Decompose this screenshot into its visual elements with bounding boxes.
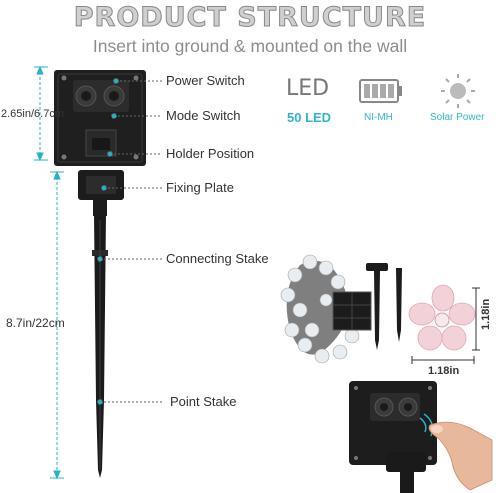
stake-dimension-line bbox=[50, 170, 64, 480]
page-subtitle: Insert into ground & mounted on the wall bbox=[92, 36, 408, 56]
callout-connecting-stake: Connecting Stake bbox=[166, 251, 269, 266]
led-count: 50 LED bbox=[287, 110, 332, 125]
flower-dimension-lines bbox=[411, 287, 480, 364]
battery-label: NI-MH bbox=[364, 112, 393, 123]
flower-width-label: 1.18in bbox=[428, 365, 460, 377]
page-title: PRODUCT STRUCTURE bbox=[73, 2, 427, 34]
callout-mode-switch: Mode Switch bbox=[166, 108, 241, 123]
callout-fixing-plate: Fixing Plate bbox=[166, 180, 234, 195]
sun-icon bbox=[441, 74, 475, 108]
flower-icon bbox=[408, 284, 476, 351]
panel-dimension-line bbox=[34, 65, 48, 162]
led-heading: LED bbox=[286, 76, 330, 101]
callout-point-stake: Point Stake bbox=[170, 394, 237, 409]
panel-height-label: 2.65in/6.7cm bbox=[1, 108, 64, 120]
solar-label: Solar Power bbox=[430, 112, 485, 123]
light-string-cluster bbox=[280, 254, 372, 364]
battery-icon bbox=[359, 79, 402, 103]
callout-power-switch: Power Switch bbox=[166, 73, 245, 88]
finger-icon bbox=[428, 421, 493, 491]
detail-panel bbox=[349, 381, 437, 493]
small-stake-parts bbox=[366, 263, 402, 350]
fixing-plate bbox=[78, 170, 124, 216]
stake-height-label: 8.7in/22cm bbox=[6, 316, 65, 330]
stake bbox=[92, 214, 108, 478]
callout-holder-position: Holder Position bbox=[166, 146, 255, 161]
flower-height-label: 1.18in bbox=[480, 298, 492, 330]
callout-leaders bbox=[97, 78, 162, 405]
solar-panel-box bbox=[54, 70, 146, 166]
